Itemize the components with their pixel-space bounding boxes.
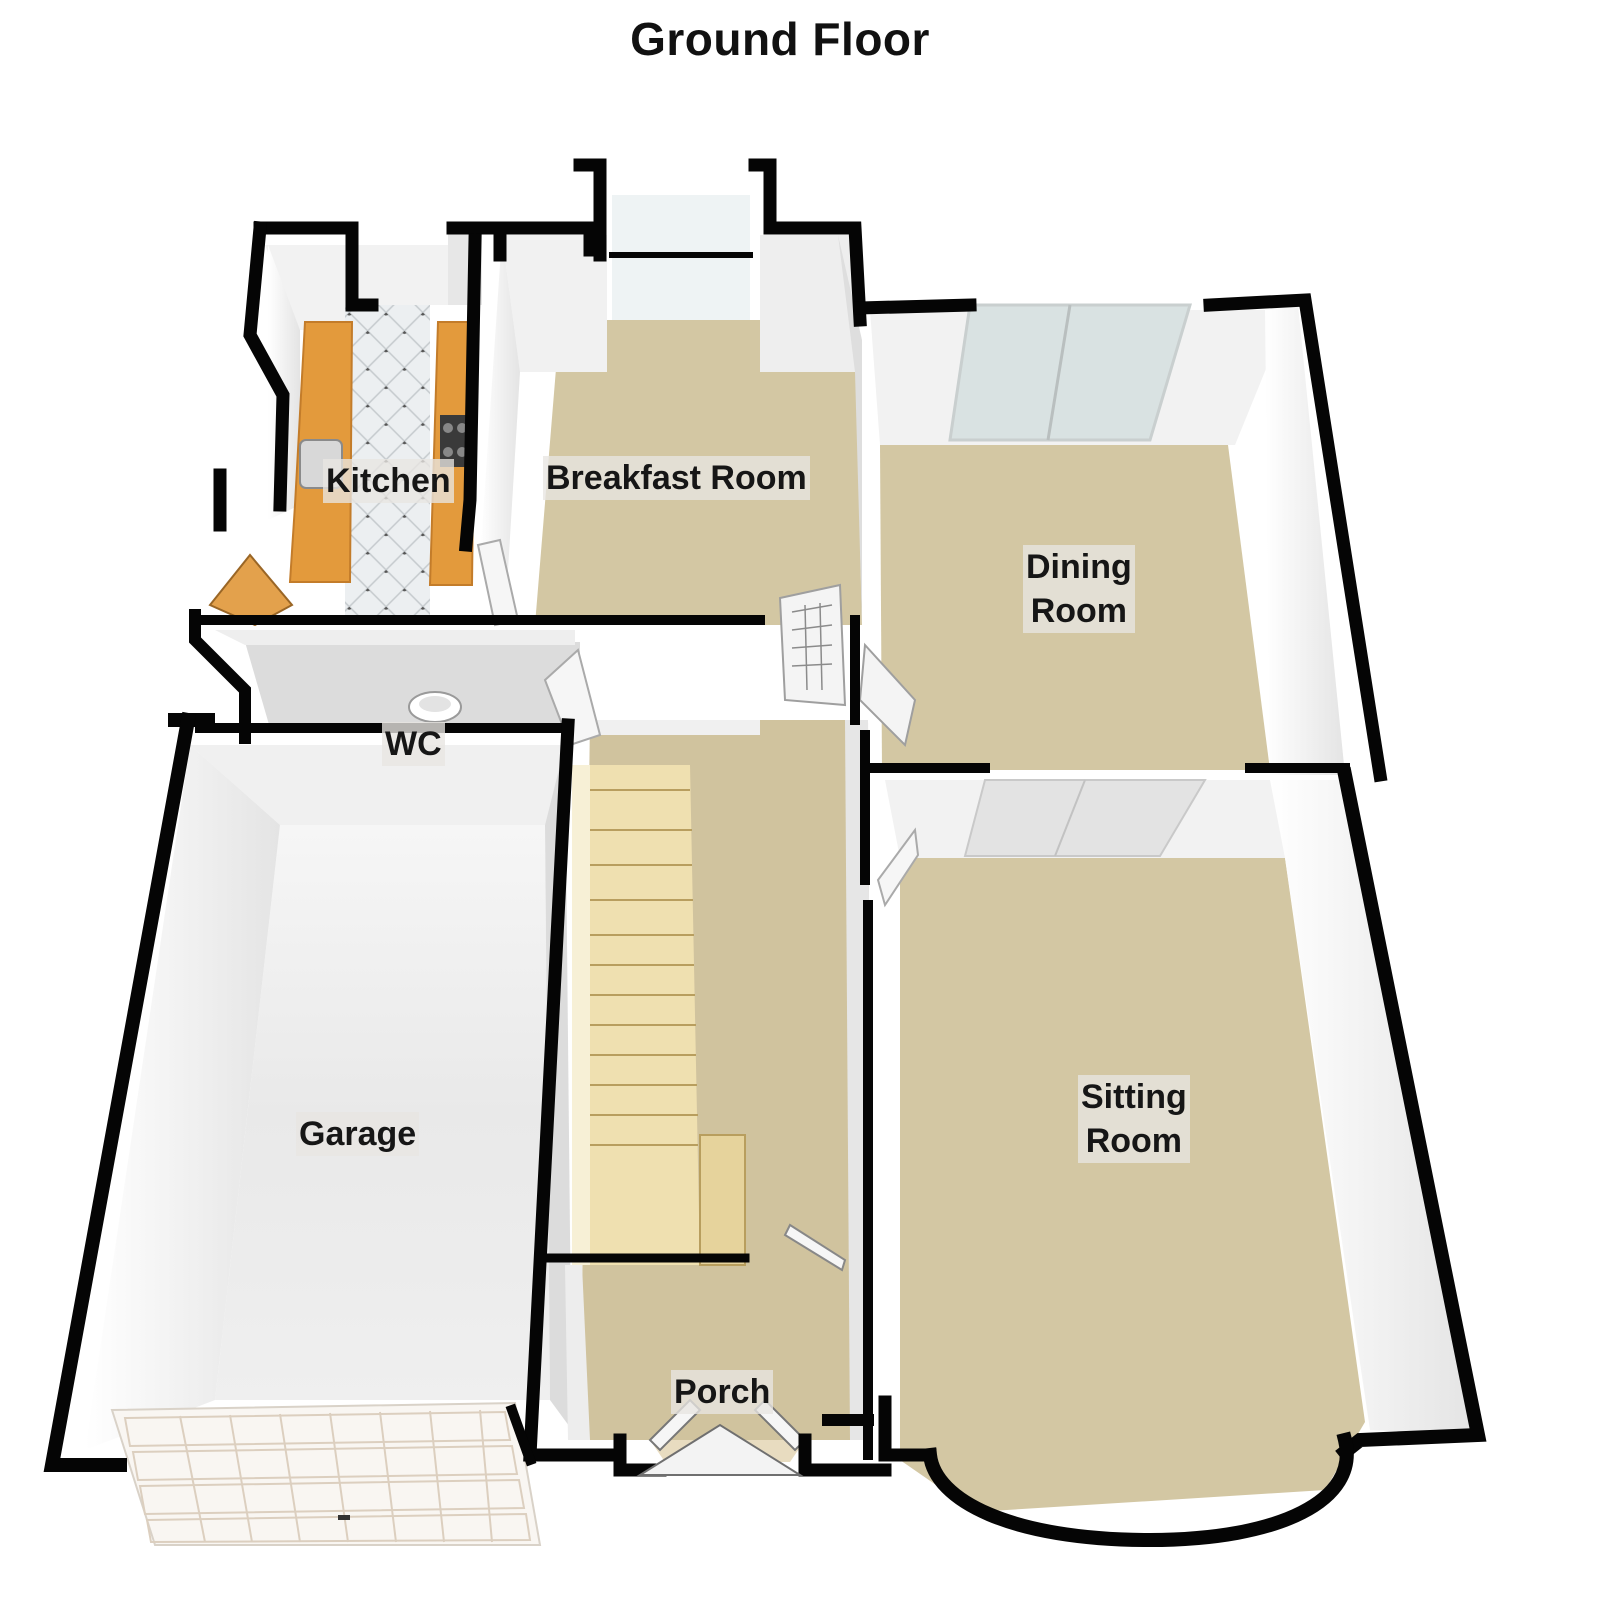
room-label-breakfast-room: Breakfast Room [543,456,810,500]
sitting-room-floor [900,858,1365,1512]
room-label-garage: Garage [296,1112,420,1156]
room-label-wc: WC [382,722,445,766]
kitchen-back-door [208,553,294,627]
room-label-sitting-room: Sitting Room [1078,1075,1190,1163]
kitchen-fittings [208,321,477,627]
plan-title: Ground Floor [630,13,930,65]
room-label-porch: Porch [671,1370,774,1414]
porch-canopy [636,1423,804,1476]
wc-basin-icon [408,691,462,723]
staircase [572,765,746,1266]
room-label-dining-room: Dining Room [1023,545,1135,633]
wc-floor [245,642,580,728]
walls [43,158,1487,1548]
garage-door [110,1401,542,1546]
room-label-kitchen: Kitchen [323,459,454,503]
floors [215,305,1365,1512]
